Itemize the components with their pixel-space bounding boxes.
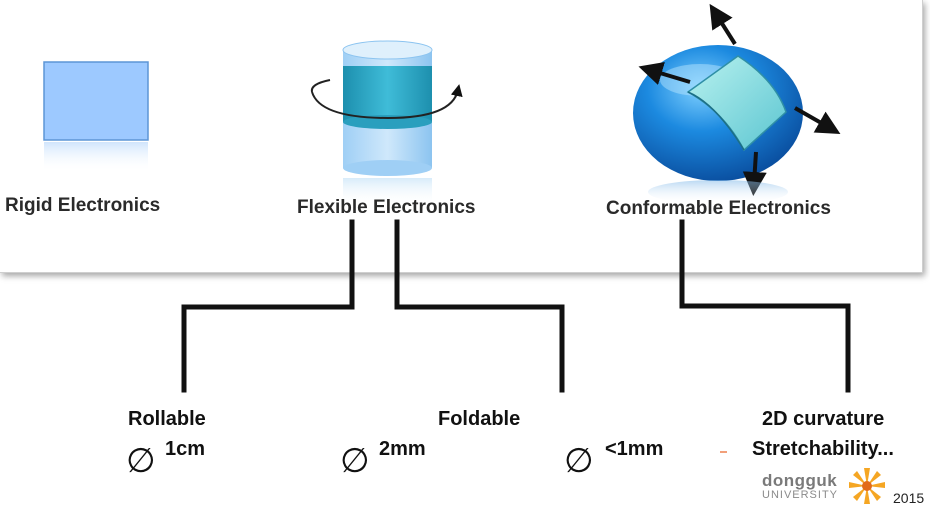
- conformable-electronics-label: Conformable Electronics: [606, 198, 831, 219]
- diameter-value-1cm: 1cm: [165, 438, 206, 460]
- flexible-electronics-label: Flexible Electronics: [297, 197, 476, 218]
- foldable-connector: [394, 219, 565, 393]
- dongguk-logo-icon: [849, 468, 885, 504]
- rollable-connector: [181, 219, 355, 393]
- stretchability-label: Stretchability...: [752, 438, 894, 460]
- diameter-symbol-2: ∅: [340, 441, 370, 481]
- curvature-label: 2D curvature: [762, 408, 885, 430]
- diameter-symbol-3: ∅: [564, 441, 594, 481]
- logo-name-top: dongguk: [762, 471, 838, 490]
- diameter-symbol-1: ∅: [126, 441, 156, 481]
- logo-name-bottom: UNIVERSITY: [762, 489, 839, 501]
- rollable-label: Rollable: [128, 408, 206, 430]
- rigid-electronics-label: Rigid Electronics: [5, 195, 161, 216]
- year-label: 2015: [893, 490, 925, 506]
- foldable-label: Foldable: [438, 408, 521, 430]
- conformable-sphere-icon: [633, 3, 841, 204]
- flexible-cylinder-icon: [310, 40, 463, 206]
- diameter-value-lt1mm: <1mm: [605, 438, 664, 460]
- conformable-connector: [679, 219, 851, 393]
- dongguk-logo: dongguk UNIVERSITY: [762, 472, 838, 501]
- rigid-square-icon: [43, 61, 149, 172]
- connector-lines: [181, 219, 851, 393]
- diameter-value-2mm: 2mm: [379, 438, 426, 460]
